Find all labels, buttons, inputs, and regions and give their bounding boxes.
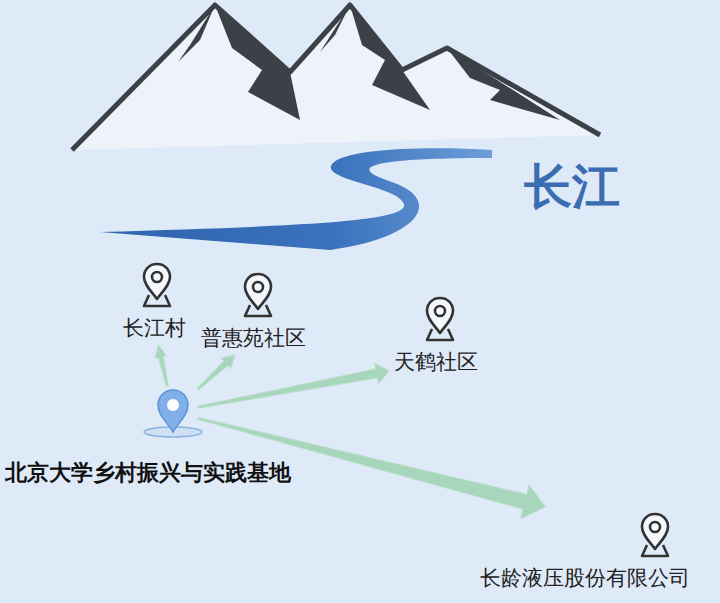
place-label: 长龄液压股份有限公司 (480, 566, 690, 590)
river-name: 长江 (524, 155, 620, 219)
location-marker: 长江村 (123, 262, 186, 340)
mountains (72, 5, 600, 150)
origin-location: 北京大学乡村振兴与实践基地 (148, 386, 198, 438)
flow-arrow (155, 345, 168, 386)
river (100, 148, 492, 250)
origin-label: 北京大学乡村振兴与实践基地 (5, 460, 291, 485)
place-label: 长江村 (123, 316, 186, 340)
location-marker: 普惠苑社区 (201, 272, 306, 350)
location-marker: 天鹤社区 (394, 296, 478, 374)
location-marker: 长龄液压股份有限公司 (480, 512, 690, 590)
location-pin-icon (140, 262, 174, 308)
flow-arrow (197, 355, 235, 390)
place-label: 天鹤社区 (394, 350, 478, 374)
location-pin-icon (241, 272, 275, 318)
flow-arrow (198, 363, 389, 408)
place-label: 普惠苑社区 (201, 326, 306, 350)
location-pin-icon (638, 512, 672, 558)
origin-pin-icon (148, 386, 198, 438)
location-pin-icon (423, 296, 457, 342)
